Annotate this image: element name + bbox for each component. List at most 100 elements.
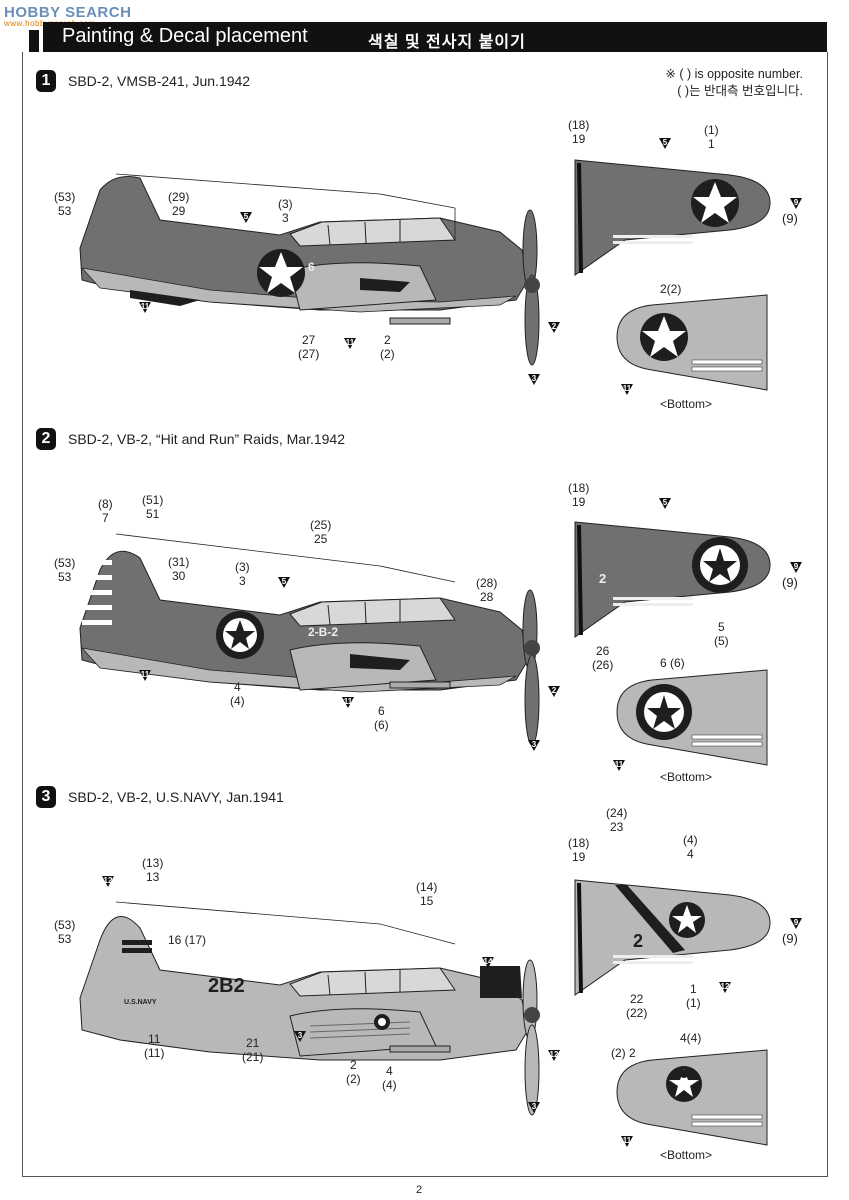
label-s3-topwing-e: 1(1) [686, 982, 701, 1010]
note-line-ko: ( )는 반대측 번호입니다. [677, 84, 803, 98]
wing-top-view-2: 2 [574, 521, 771, 638]
svg-text:11: 11 [344, 697, 353, 706]
svg-text:12: 12 [550, 1050, 559, 1059]
label-s3-fintop: (13)13 [142, 856, 164, 884]
svg-text:5: 5 [282, 577, 287, 586]
aircraft-3-side-view: U.S.NAVY 2B2 [79, 901, 540, 1116]
svg-text:11: 11 [141, 302, 150, 311]
section-2-title: SBD-2, VB-2, “Hit and Run” Raids, Mar.19… [68, 431, 346, 447]
svg-text:5: 5 [663, 498, 668, 507]
svg-text:3: 3 [298, 1031, 303, 1040]
label-s3-bottom-b: 4(4) [680, 1031, 702, 1045]
wing-code-3: 2 [633, 931, 643, 951]
aircode-3: 2B2 [208, 975, 245, 997]
bottom-label-2: <Bottom> [660, 770, 713, 784]
label-s3-topwing-c: (4)4 [683, 833, 698, 861]
section-2-badge: 2 [36, 428, 56, 450]
label-s1-wing: 2(2) [380, 333, 395, 361]
label-s2-fus: (3)3 [235, 560, 250, 588]
label-s1-topwing-b: (1)1 [704, 123, 719, 151]
label-s3-under-a: 11(11) [144, 1032, 165, 1060]
label-s1-under: 27(27) [298, 333, 320, 361]
page-frame [22, 52, 828, 1177]
label-s3-bottom-a: (2) 2 [611, 1046, 636, 1060]
svg-text:9: 9 [794, 198, 799, 207]
svg-text:3: 3 [532, 374, 537, 383]
label-s1-fus: (3)3 [278, 197, 293, 225]
opposite-number-note: ※ ( ) is opposite number. ( )는 반대측 번호입니다… [665, 66, 803, 100]
label-s3-topwing-b: (24)23 [606, 806, 628, 834]
svg-text:3: 3 [532, 740, 537, 749]
aircraft-1-side-view: 6 [79, 173, 540, 366]
section-1-badge: 1 [36, 70, 56, 92]
section-3-title: SBD-2, VB-2, U.S.NAVY, Jan.1941 [68, 789, 284, 805]
page-title: Painting & Decal placement [62, 25, 308, 47]
svg-text:11: 11 [615, 760, 624, 769]
header-tab [29, 22, 57, 52]
label-s2-tailtop: (8)7 [98, 497, 113, 525]
bottom-label-1: <Bottom> [660, 397, 713, 411]
watermark-text: HOBBY SEARCH [4, 4, 132, 21]
svg-text:14: 14 [484, 957, 493, 966]
header-bar [55, 22, 827, 52]
svg-text:11: 11 [623, 384, 632, 393]
svg-text:12: 12 [721, 982, 730, 991]
opposite-marker-s3: (9) [782, 931, 798, 946]
label-s3-under-b: 21(21) [242, 1036, 264, 1064]
label-s2-tail: (53)53 [54, 556, 76, 584]
wing-bottom-view-1 [616, 294, 768, 391]
opposite-marker-s1: (9) [782, 211, 798, 226]
label-s2-fin: (31)30 [168, 555, 190, 583]
opposite-marker-s2: (9) [782, 575, 798, 590]
svg-text:2: 2 [552, 322, 557, 331]
aircode-2: 2-B-2 [308, 625, 338, 639]
label-s2-tailmid: (51)51 [142, 493, 164, 521]
svg-text:5: 5 [663, 138, 668, 147]
wing-top-view-1 [574, 159, 771, 276]
label-s2-bottom: 6 (6) [660, 656, 685, 670]
svg-text:11: 11 [346, 338, 355, 347]
page-number: 2 [416, 1184, 423, 1196]
label-s1-bottom: 2(2) [660, 282, 682, 296]
label-s1-fin: (29)29 [168, 190, 190, 218]
label-s3-fin: 16 (17) [168, 933, 207, 947]
label-s2-topwing-a: (18)19 [568, 481, 590, 509]
label-s3-under-d: 4(4) [382, 1064, 397, 1092]
label-s1-topwing-a: (18)19 [568, 118, 590, 146]
label-s2-topwing-b: 26(26) [592, 644, 614, 672]
label-s2-prop: (28)28 [476, 576, 498, 604]
label-s3-topwing-a: (18)19 [568, 836, 590, 864]
label-s2-wing: 6(6) [374, 704, 389, 732]
wing-code-2: 2 [599, 571, 606, 586]
label-s3-tail: (53)53 [54, 918, 76, 946]
svg-text:9: 9 [794, 918, 799, 927]
note-line-en: ※ ( ) is opposite number. [665, 67, 803, 81]
svg-text:11: 11 [141, 670, 150, 679]
svg-text:3: 3 [532, 1102, 537, 1111]
aircraft-2-side-view: 2-B-2 [79, 533, 540, 746]
svg-text:5: 5 [244, 212, 249, 221]
label-s2-nose: (25)25 [310, 518, 332, 546]
wing-bottom-view-3 [616, 1049, 768, 1146]
label-s1-tail: (53)53 [54, 190, 76, 218]
label-s2-under: 4(4) [230, 680, 245, 708]
wing-top-view-3: 2 [574, 879, 771, 996]
aircode-1: 6 [308, 260, 315, 274]
section-1-title: SBD-2, VMSB-241, Jun.1942 [68, 73, 251, 89]
page-title-korean: 색칠 및 전사지 붙이기 [368, 34, 526, 51]
wing-bottom-view-2 [616, 669, 768, 766]
svg-text:9: 9 [794, 562, 799, 571]
svg-text:2: 2 [552, 686, 557, 695]
svg-text:12: 12 [104, 876, 113, 885]
label-s3-topwing-d: 22(22) [626, 992, 648, 1020]
label-s2-topwing-c: 5(5) [714, 620, 729, 648]
bottom-label-3: <Bottom> [660, 1148, 713, 1162]
svg-text:11: 11 [623, 1136, 632, 1145]
label-s3-cockpit: (14)15 [416, 880, 438, 908]
section-3-badge: 3 [36, 786, 56, 808]
